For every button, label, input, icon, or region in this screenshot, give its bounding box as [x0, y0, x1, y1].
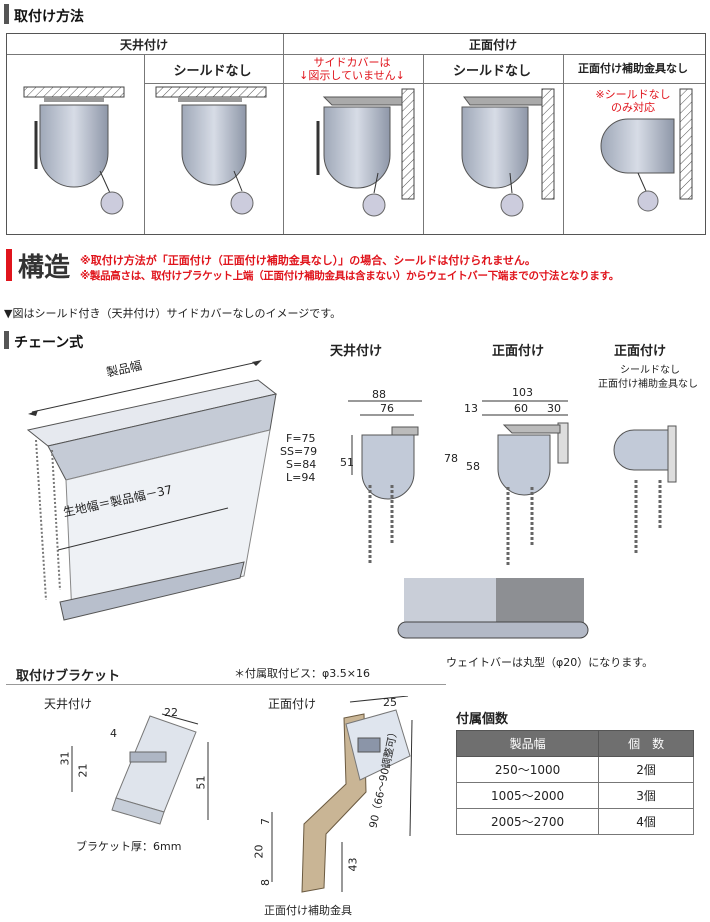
table-row: 250～1000 2個	[455, 756, 694, 783]
bracket-title: 取付けブラケット	[16, 669, 121, 684]
bracket-dim-8: 8	[259, 879, 272, 886]
dim-60: 60	[514, 402, 528, 415]
dim-103: 103	[512, 386, 533, 399]
table-row: 1005～2000 3個	[455, 782, 694, 809]
quantity-header-row: 製品幅 個 数	[455, 730, 694, 757]
dim-SS: SS=79	[280, 445, 318, 458]
bracket-dim-22: 22	[164, 706, 178, 719]
table-row: 2005～2700 4個	[455, 808, 694, 835]
chain-marker	[4, 331, 9, 349]
front-no-bracket-label: 正面付け補助金具なし	[578, 62, 688, 75]
row-width: 250～1000	[455, 756, 600, 783]
ceiling-no-shield-drawing	[155, 86, 267, 215]
bracket-dim-51: 51	[194, 775, 208, 790]
weight-note: ウェイトバーは丸型（φ20）になります。	[446, 656, 654, 669]
bracket-dim-20: 20	[252, 844, 266, 859]
row-width: 2005～2700	[455, 808, 600, 835]
dim-76: 76	[380, 402, 394, 415]
bracket-dim-43: 43	[346, 857, 360, 872]
structure-title: 構造	[18, 253, 71, 283]
bracket-dim-21: 21	[76, 763, 90, 778]
bracket-divider	[6, 684, 446, 685]
chain-ceiling-label: 天井付け	[330, 344, 383, 359]
no-shield-label-1: シールドなし	[173, 64, 252, 79]
structure-caption: ▼図はシールド付き（天井付け）サイドカバーなしのイメージです。	[4, 307, 342, 320]
header-count: 個 数	[598, 730, 694, 757]
structure-note-1: ※取付け方法が「正面付け（正面付け補助金具なし）」の場合、シールドは付けられませ…	[80, 254, 536, 267]
front-section-drawing	[482, 400, 569, 565]
weight-bar-drawing	[397, 578, 589, 639]
dim-58: 58	[466, 460, 480, 473]
front-shield-drawing	[316, 88, 415, 217]
dim-F: F=75	[286, 432, 316, 445]
bracket-dim-7: 7	[259, 818, 272, 825]
mount-diagrams	[23, 86, 693, 217]
bracket-dim-4: 4	[110, 727, 117, 740]
front-header: 正面付け	[468, 38, 517, 52]
mount-table	[6, 33, 706, 235]
shield-only-note-2: のみ対応	[611, 101, 655, 114]
aux-bracket-label: 正面付け補助金具	[264, 904, 352, 917]
chain-blind-drawing	[26, 360, 278, 621]
front2-note-2: 正面付け補助金具なし	[598, 379, 698, 390]
bracket-thickness: ブラケット厚：6mm	[76, 840, 182, 853]
dim-88: 88	[372, 388, 386, 401]
dim-51: 51	[340, 456, 354, 469]
row-width: 1005～2000	[455, 782, 600, 809]
row-count: 3個	[598, 782, 694, 809]
bracket-dim-31: 31	[58, 751, 72, 766]
dim-30: 30	[547, 402, 561, 415]
shield-only-note-1: ※シールドなし	[595, 88, 671, 101]
front2-note-1: シールドなし	[620, 365, 680, 376]
dim-13: 13	[464, 402, 478, 415]
dim-S: S=84	[286, 458, 317, 471]
ceiling-header: 天井付け	[119, 38, 168, 52]
front2-section-drawing	[613, 425, 677, 554]
side-cover-note-1: サイドカバーは	[313, 56, 391, 69]
ceiling-bracket-drawing	[71, 713, 209, 825]
chain-front-label: 正面付け	[492, 344, 545, 359]
no-shield-label-2: シールドなし	[452, 64, 531, 79]
ceiling-shield-drawing	[23, 86, 125, 215]
structure-note-2: ※製品高さは、取付けブラケット上端（正面付け補助金具は含まない）からウェイトバー…	[80, 270, 619, 282]
chain-front2-label: 正面付け	[614, 344, 667, 359]
row-count: 4個	[598, 808, 694, 835]
structure-marker	[6, 249, 12, 281]
header-product-width: 製品幅	[455, 730, 600, 757]
mount-section-title: 取付け方法	[14, 9, 84, 25]
dim-L: L=94	[286, 471, 316, 484]
bracket-ceiling-label: 天井付け	[44, 697, 93, 711]
chain-title: チェーン式	[14, 335, 84, 351]
quantity-table: 製品幅 個 数 250～1000 2個 1005～2000 3個 2005～27…	[455, 730, 694, 835]
front-bracket-drawing	[271, 696, 413, 893]
screw-note: ＊付属取付ビス：φ3.5×16	[234, 667, 370, 680]
front-no-shield-drawing	[461, 88, 555, 217]
quantity-title: 付属個数	[456, 712, 509, 727]
side-cover-note-2: ↓図示していません↓	[299, 69, 405, 82]
bracket-dim-25: 25	[383, 696, 397, 709]
dim-78: 78	[444, 452, 458, 465]
ceiling-section-drawing	[348, 400, 422, 565]
row-count: 2個	[598, 756, 694, 783]
section-marker	[4, 4, 9, 24]
front-no-bracket-drawing	[600, 88, 693, 212]
bracket-front-label: 正面付け	[268, 697, 317, 711]
